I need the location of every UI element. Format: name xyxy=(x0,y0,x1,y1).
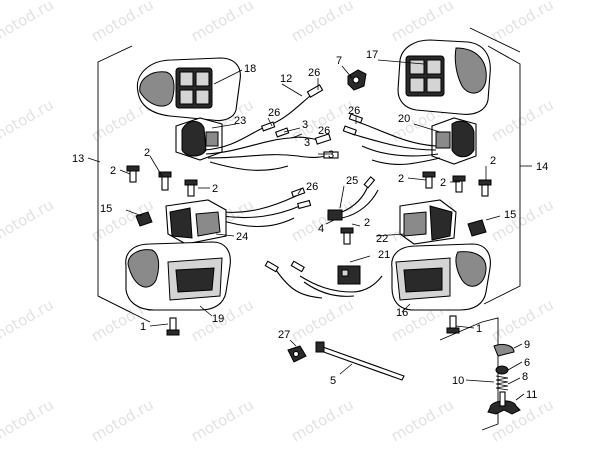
watermark-text: motod.ru xyxy=(188,395,257,445)
callout-3: 3 xyxy=(328,149,334,161)
watermark-text: motod.ru xyxy=(288,295,357,345)
callout-26: 26 xyxy=(348,105,360,117)
watermark-text: motod.ru xyxy=(488,0,557,45)
left-switch-module xyxy=(175,117,223,161)
callout-22: 22 xyxy=(376,233,388,245)
callout-2: 2 xyxy=(398,173,404,185)
callout-2: 2 xyxy=(212,183,218,195)
callout-17: 17 xyxy=(366,49,378,61)
screw-part-1-left xyxy=(166,317,180,336)
callout-6: 6 xyxy=(524,357,530,369)
callout-12: 12 xyxy=(280,73,292,85)
right-upper-housing xyxy=(397,39,491,115)
left-upper-housing xyxy=(136,57,241,122)
callout-16: 16 xyxy=(396,307,408,319)
cable-tie-part-5 xyxy=(315,341,405,381)
clip-part-15-right xyxy=(467,219,487,237)
watermark-text: motod.ru xyxy=(0,95,57,145)
relay-part-21 xyxy=(264,260,383,299)
callout-14: 14 xyxy=(536,161,548,173)
callout-26: 26 xyxy=(306,181,318,193)
right-assembly-frame-top xyxy=(469,27,521,53)
callout-26: 26 xyxy=(318,125,330,137)
screw xyxy=(422,171,436,189)
watermark-text: motod.ru xyxy=(388,0,457,45)
left-lower-switch-body xyxy=(165,199,227,245)
middle-harness xyxy=(219,187,312,227)
callout-3: 3 xyxy=(304,137,310,149)
clip-part-7 xyxy=(347,69,367,91)
bracket-frame-link xyxy=(439,321,483,341)
callout-24: 24 xyxy=(236,231,248,243)
bracket-part-9 xyxy=(493,343,515,357)
screw xyxy=(340,227,354,245)
watermark-text: motod.ru xyxy=(388,395,457,445)
right-switch-module xyxy=(431,117,477,165)
callout-27: 27 xyxy=(278,329,290,341)
watermark-text: motod.ru xyxy=(288,0,357,45)
spring-part-8 xyxy=(495,375,509,391)
callout-8: 8 xyxy=(522,371,528,383)
callout-26: 26 xyxy=(308,67,320,79)
right-assembly-frame xyxy=(483,45,521,305)
callout-labels: 18 12 26 7 17 26 23 3 26 26 20 3 3 13 2 … xyxy=(72,49,548,401)
watermark-text: motod.ru xyxy=(488,195,557,245)
callout-10: 10 xyxy=(452,375,464,387)
screw xyxy=(452,175,466,193)
left-upper-harness xyxy=(203,84,339,171)
watermark-text: motod.ru xyxy=(0,0,57,45)
watermark-text: motod.ru xyxy=(88,0,157,45)
callout-5: 5 xyxy=(330,375,336,387)
callout-7: 7 xyxy=(336,55,342,67)
callout-1: 1 xyxy=(476,323,482,335)
screw-part-1-right xyxy=(446,315,460,334)
callout-26: 26 xyxy=(268,107,280,119)
connector-part-4 xyxy=(327,176,379,221)
callout-3: 3 xyxy=(302,119,308,131)
callout-13: 13 xyxy=(72,153,84,165)
callout-25: 25 xyxy=(346,175,358,187)
leader-lines xyxy=(87,59,532,401)
right-lower-switch-body xyxy=(399,199,457,245)
watermark-text: motod.ru xyxy=(0,195,57,245)
callout-20: 20 xyxy=(398,113,410,125)
callout-18: 18 xyxy=(244,63,256,75)
watermark-text: motod.ru xyxy=(488,95,557,145)
callout-2: 2 xyxy=(440,177,446,189)
watermark-text: motod.ru xyxy=(0,395,57,445)
watermark-text: motod.ru xyxy=(0,295,57,345)
callout-23: 23 xyxy=(234,115,246,127)
callout-11: 11 xyxy=(526,389,537,401)
screw xyxy=(126,165,140,183)
watermark-text: motod.ru xyxy=(88,395,157,445)
knob-part-11 xyxy=(487,391,521,415)
left-lower-housing xyxy=(125,241,231,311)
callout-2: 2 xyxy=(364,217,370,229)
callout-19: 19 xyxy=(212,313,224,325)
right-lower-housing xyxy=(391,243,491,311)
washer-part-6 xyxy=(495,365,509,375)
callout-2: 2 xyxy=(144,147,150,159)
screw xyxy=(478,179,492,197)
callout-1: 1 xyxy=(140,321,146,333)
clip-part-27 xyxy=(287,345,307,363)
screws-upper-row xyxy=(126,165,492,245)
screw xyxy=(158,171,172,191)
callout-15: 15 xyxy=(100,203,112,215)
watermark-text: motod.ru xyxy=(288,395,357,445)
callout-9: 9 xyxy=(524,339,530,351)
callout-4: 4 xyxy=(318,223,324,235)
callout-15: 15 xyxy=(504,209,516,221)
screw xyxy=(184,179,198,197)
callout-2: 2 xyxy=(490,155,496,167)
left-assembly-frame-bottom xyxy=(97,295,151,323)
callout-21: 21 xyxy=(378,249,390,261)
callout-2: 2 xyxy=(110,165,116,177)
watermark-text: motod.ru xyxy=(188,0,257,45)
